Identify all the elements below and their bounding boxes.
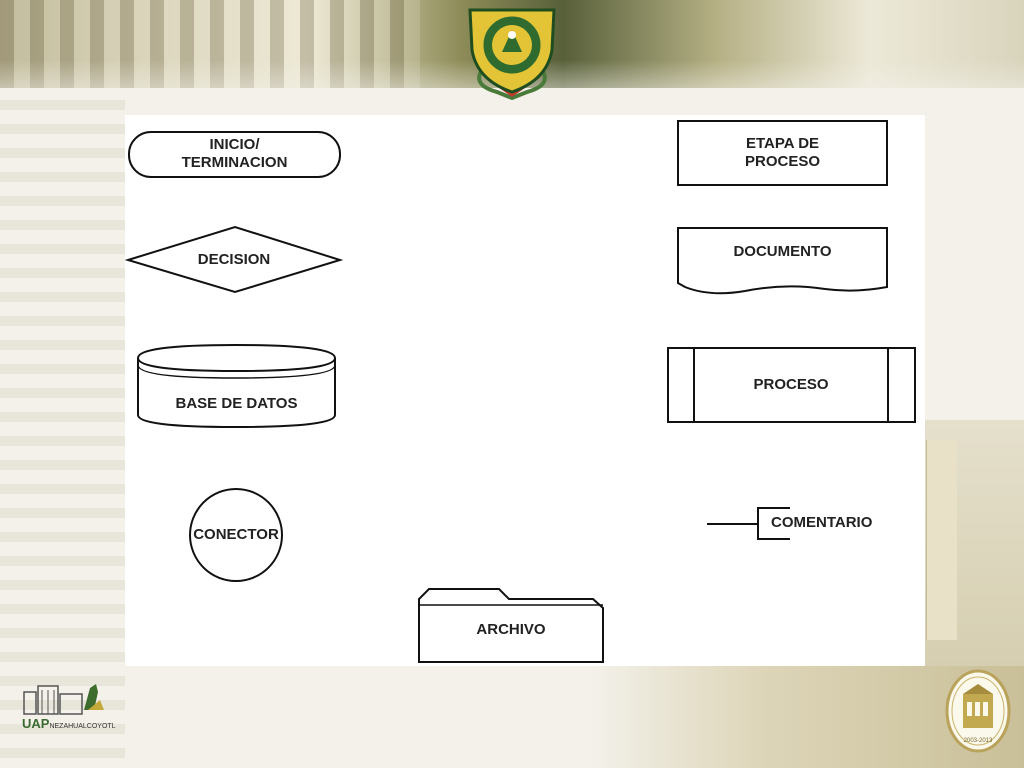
comment-label: COMENTARIO — [771, 514, 873, 531]
connector-shape — [189, 488, 283, 582]
predefined-process-shape — [667, 347, 916, 423]
anniversary-logo-years: 2003-2013 — [964, 738, 993, 744]
terminator-shape — [128, 131, 341, 178]
process-step-shape — [677, 120, 888, 186]
flowchart-symbols-panel: INICIO/ TERMINACION ETAPA DE PROCESO DEC… — [125, 115, 925, 666]
anniversary-logo: 2003-2013 — [945, 668, 1011, 759]
document-shape — [677, 227, 888, 295]
predefined-process-label: PROCESO — [753, 376, 829, 393]
background-building-left — [0, 100, 125, 768]
document-label: DOCUMENTO — [733, 243, 832, 260]
comment-bracket — [757, 507, 790, 540]
connector-label: CONECTOR — [193, 526, 279, 543]
uap-logo — [20, 680, 110, 723]
decision-label: DECISION — [197, 251, 271, 268]
uap-logo-text: UAPNEZAHUALCOYOTL — [22, 716, 116, 731]
terminator-label: INICIO/ TERMINACION — [181, 136, 288, 171]
decision-shape — [125, 225, 344, 294]
file-label: ARCHIVO — [476, 621, 546, 638]
background-tower — [926, 440, 957, 640]
database-shape — [137, 343, 336, 429]
file-folder-shape — [418, 588, 604, 663]
process-step-label: ETAPA DE PROCESO — [744, 135, 820, 170]
university-crest-logo — [452, 0, 572, 105]
database-label: BASE DE DATOS — [175, 395, 298, 412]
